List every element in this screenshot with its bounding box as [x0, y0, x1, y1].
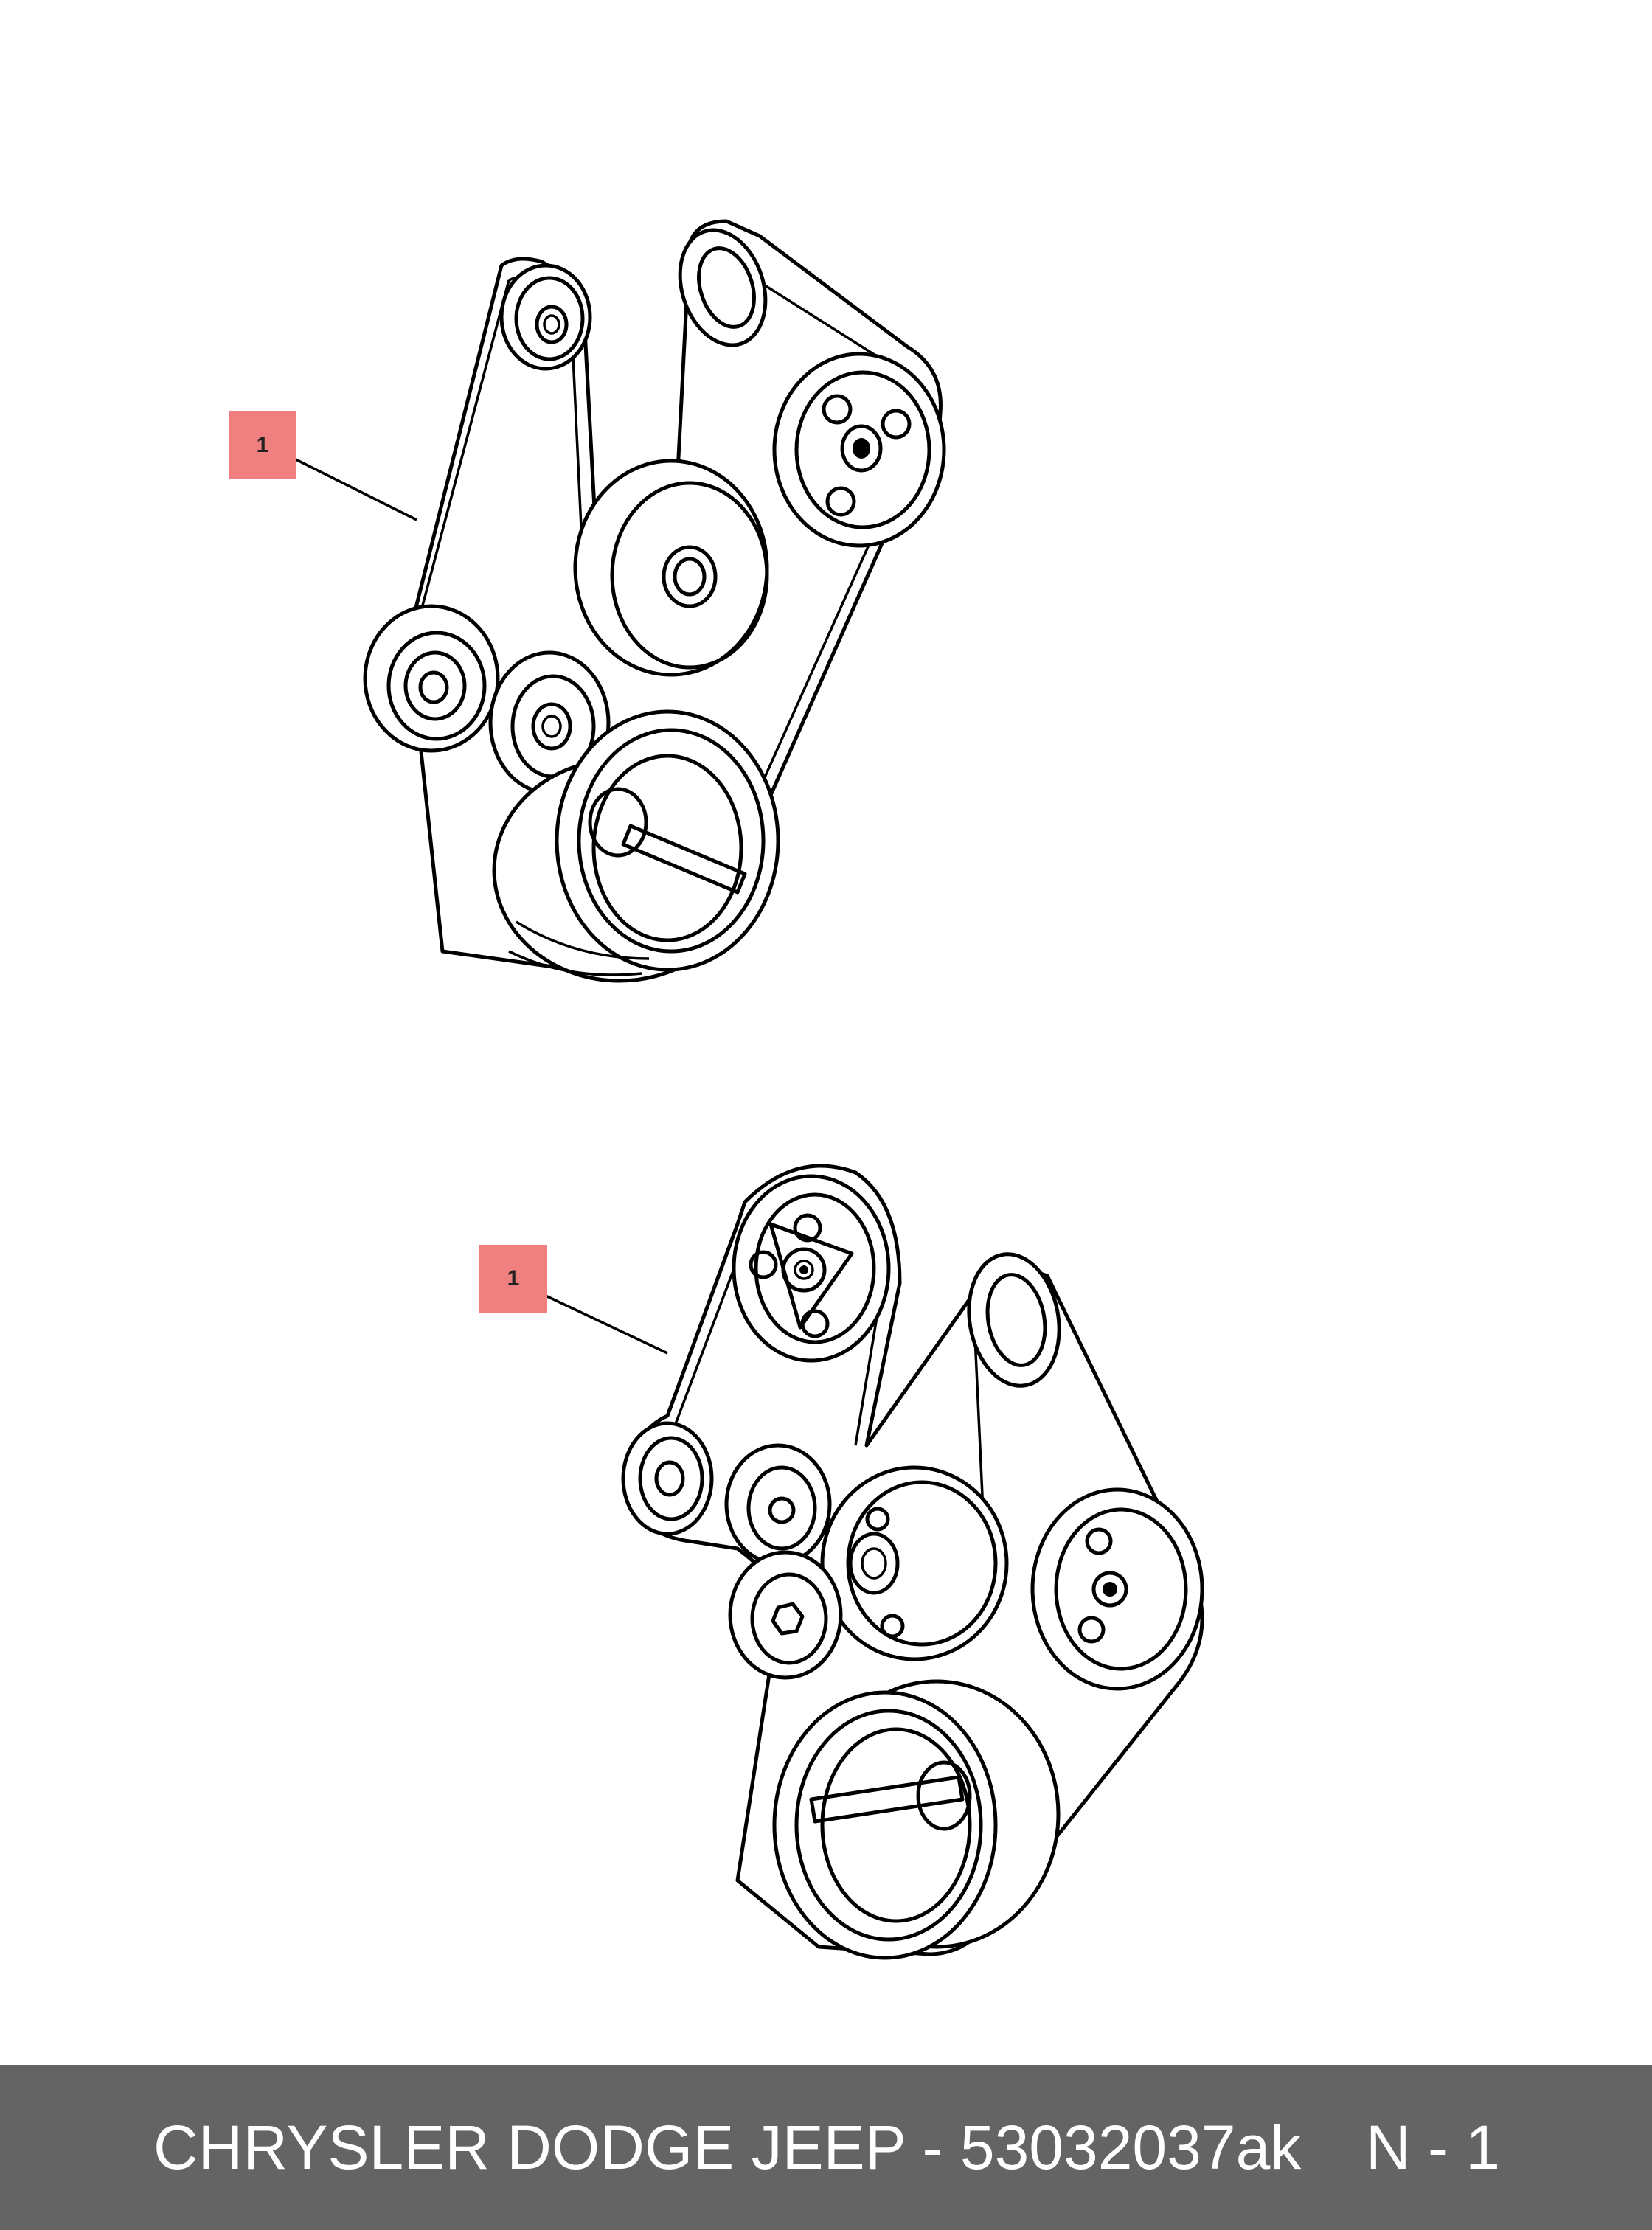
idler-pulley-middle-upper [488, 650, 611, 795]
tensioner-pulley-left-upper [363, 604, 500, 753]
lower-belt-assembly [479, 1164, 1204, 1960]
idler-pulley-top-upper [499, 263, 592, 371]
pump-pulley-upper [772, 352, 946, 548]
tensioner-arm-upper [678, 228, 768, 347]
callout-label-lower: 1 [479, 1245, 547, 1313]
callout-number: 1 [256, 433, 269, 457]
alternator-pulley-upper [573, 459, 769, 677]
crankshaft-pulley-upper [492, 709, 780, 983]
belt-routing-diagram [229, 219, 1204, 1960]
alternator-pulley-lower [820, 1465, 1009, 1661]
idler-pulley-bolt-lower [728, 1550, 843, 1680]
upper-belt-assembly [229, 219, 946, 983]
ac-pulley-lower [732, 1174, 891, 1363]
pump-pulley-lower [1030, 1487, 1204, 1691]
callout-label-upper: 1 [229, 411, 296, 479]
leader-line-lower [534, 1289, 668, 1355]
crankshaft-pulley-lower [772, 1679, 1061, 1960]
tensioner-arm-lower [967, 1252, 1061, 1388]
page-indicator: N - 1 [1366, 2113, 1501, 2182]
part-title: CHRYSLER DODGE JEEP - 53032037ak [153, 2113, 1302, 2182]
callout-number: 1 [507, 1266, 520, 1291]
footer-bar: CHRYSLER DODGE JEEP - 53032037ak N - 1 [0, 2065, 1652, 2230]
callout-box-upper [229, 411, 296, 479]
idler-pulley-center-lower [724, 1443, 832, 1566]
callout-box-lower [479, 1245, 547, 1313]
idler-pulley-left-lower [621, 1421, 714, 1536]
leader-line-upper [283, 452, 417, 521]
